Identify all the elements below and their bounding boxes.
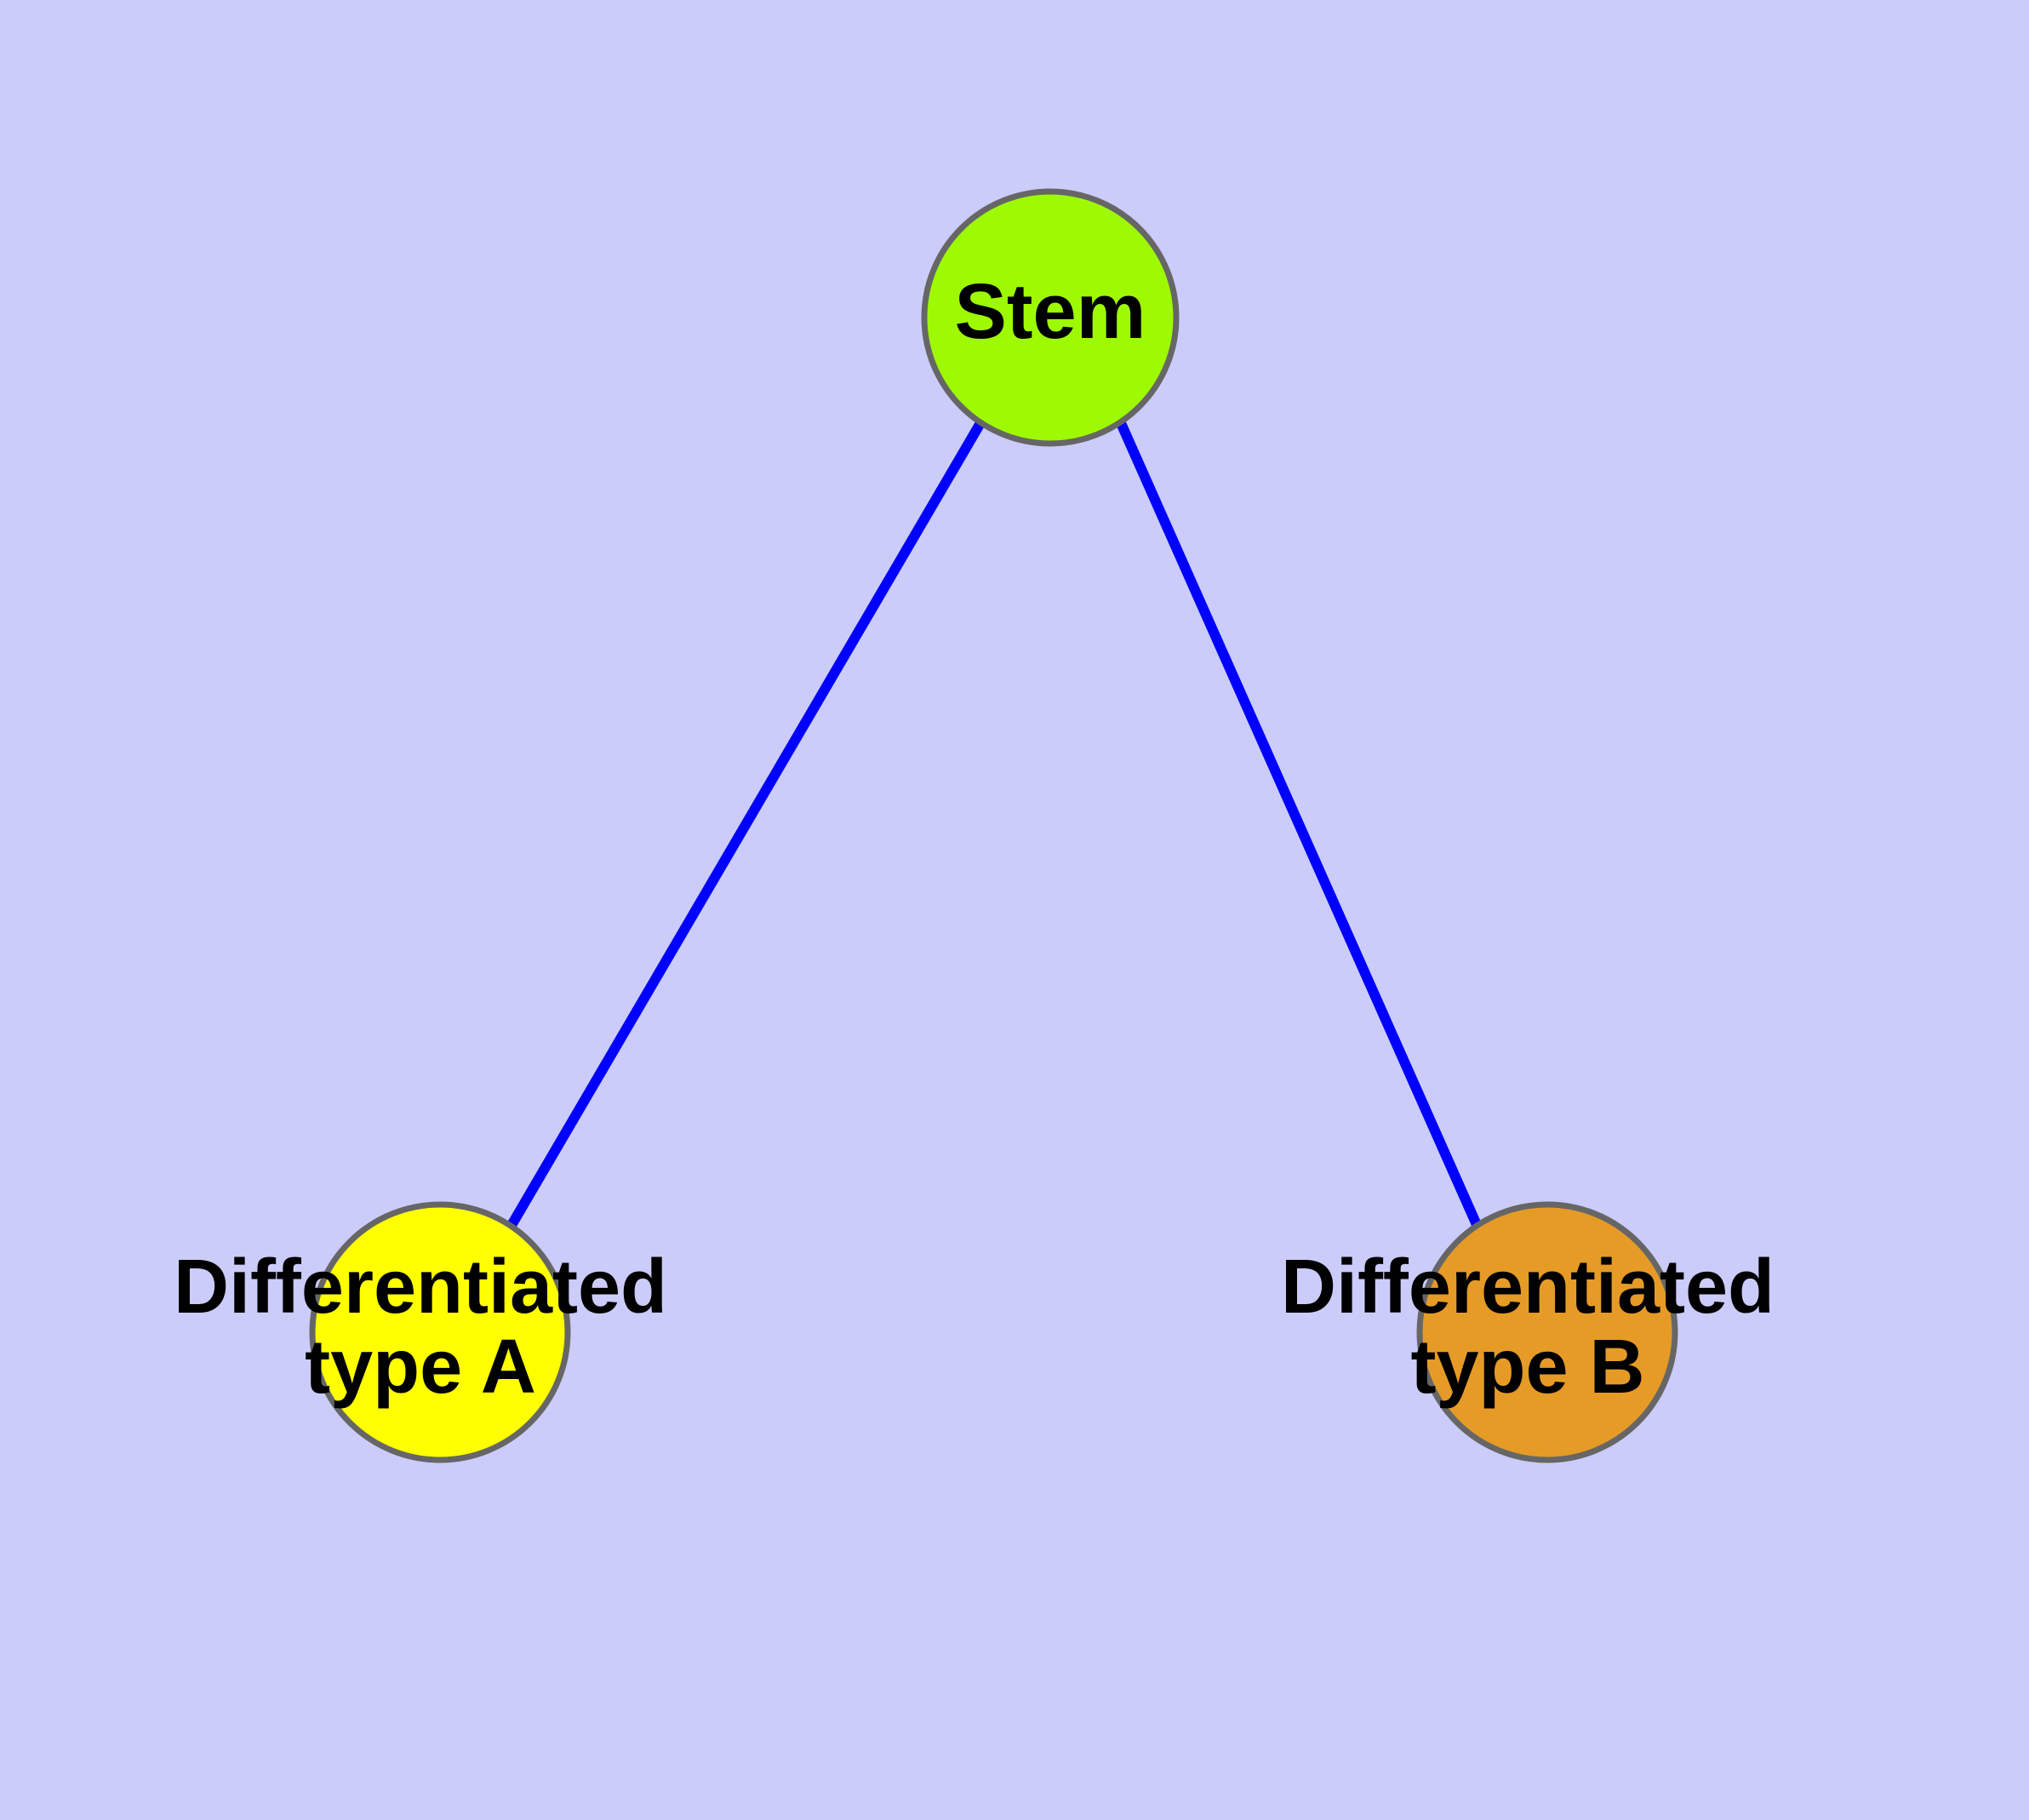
graph-node-label-stem: Stem — [955, 268, 1146, 355]
nodes-layer — [309, 188, 1678, 1463]
graph-edge-stem-to-diff-a — [506, 420, 986, 1230]
graph-node-label-line: type A — [305, 1325, 536, 1410]
graph-node-diff_a[interactable] — [309, 1201, 571, 1463]
graph-node-diff_b[interactable] — [1416, 1201, 1678, 1463]
edges-layer — [506, 420, 1483, 1230]
graph-node-stem[interactable] — [921, 188, 1180, 447]
graph-node-label-line: Stem — [955, 268, 1146, 355]
graph-node-label-line: type B — [1410, 1325, 1644, 1410]
graph-edge-stem-to-diff-b — [1116, 421, 1483, 1229]
graph-node-label-line: Differentiated — [174, 1245, 667, 1330]
graph-node-label-line: Differentiated — [1281, 1245, 1775, 1330]
